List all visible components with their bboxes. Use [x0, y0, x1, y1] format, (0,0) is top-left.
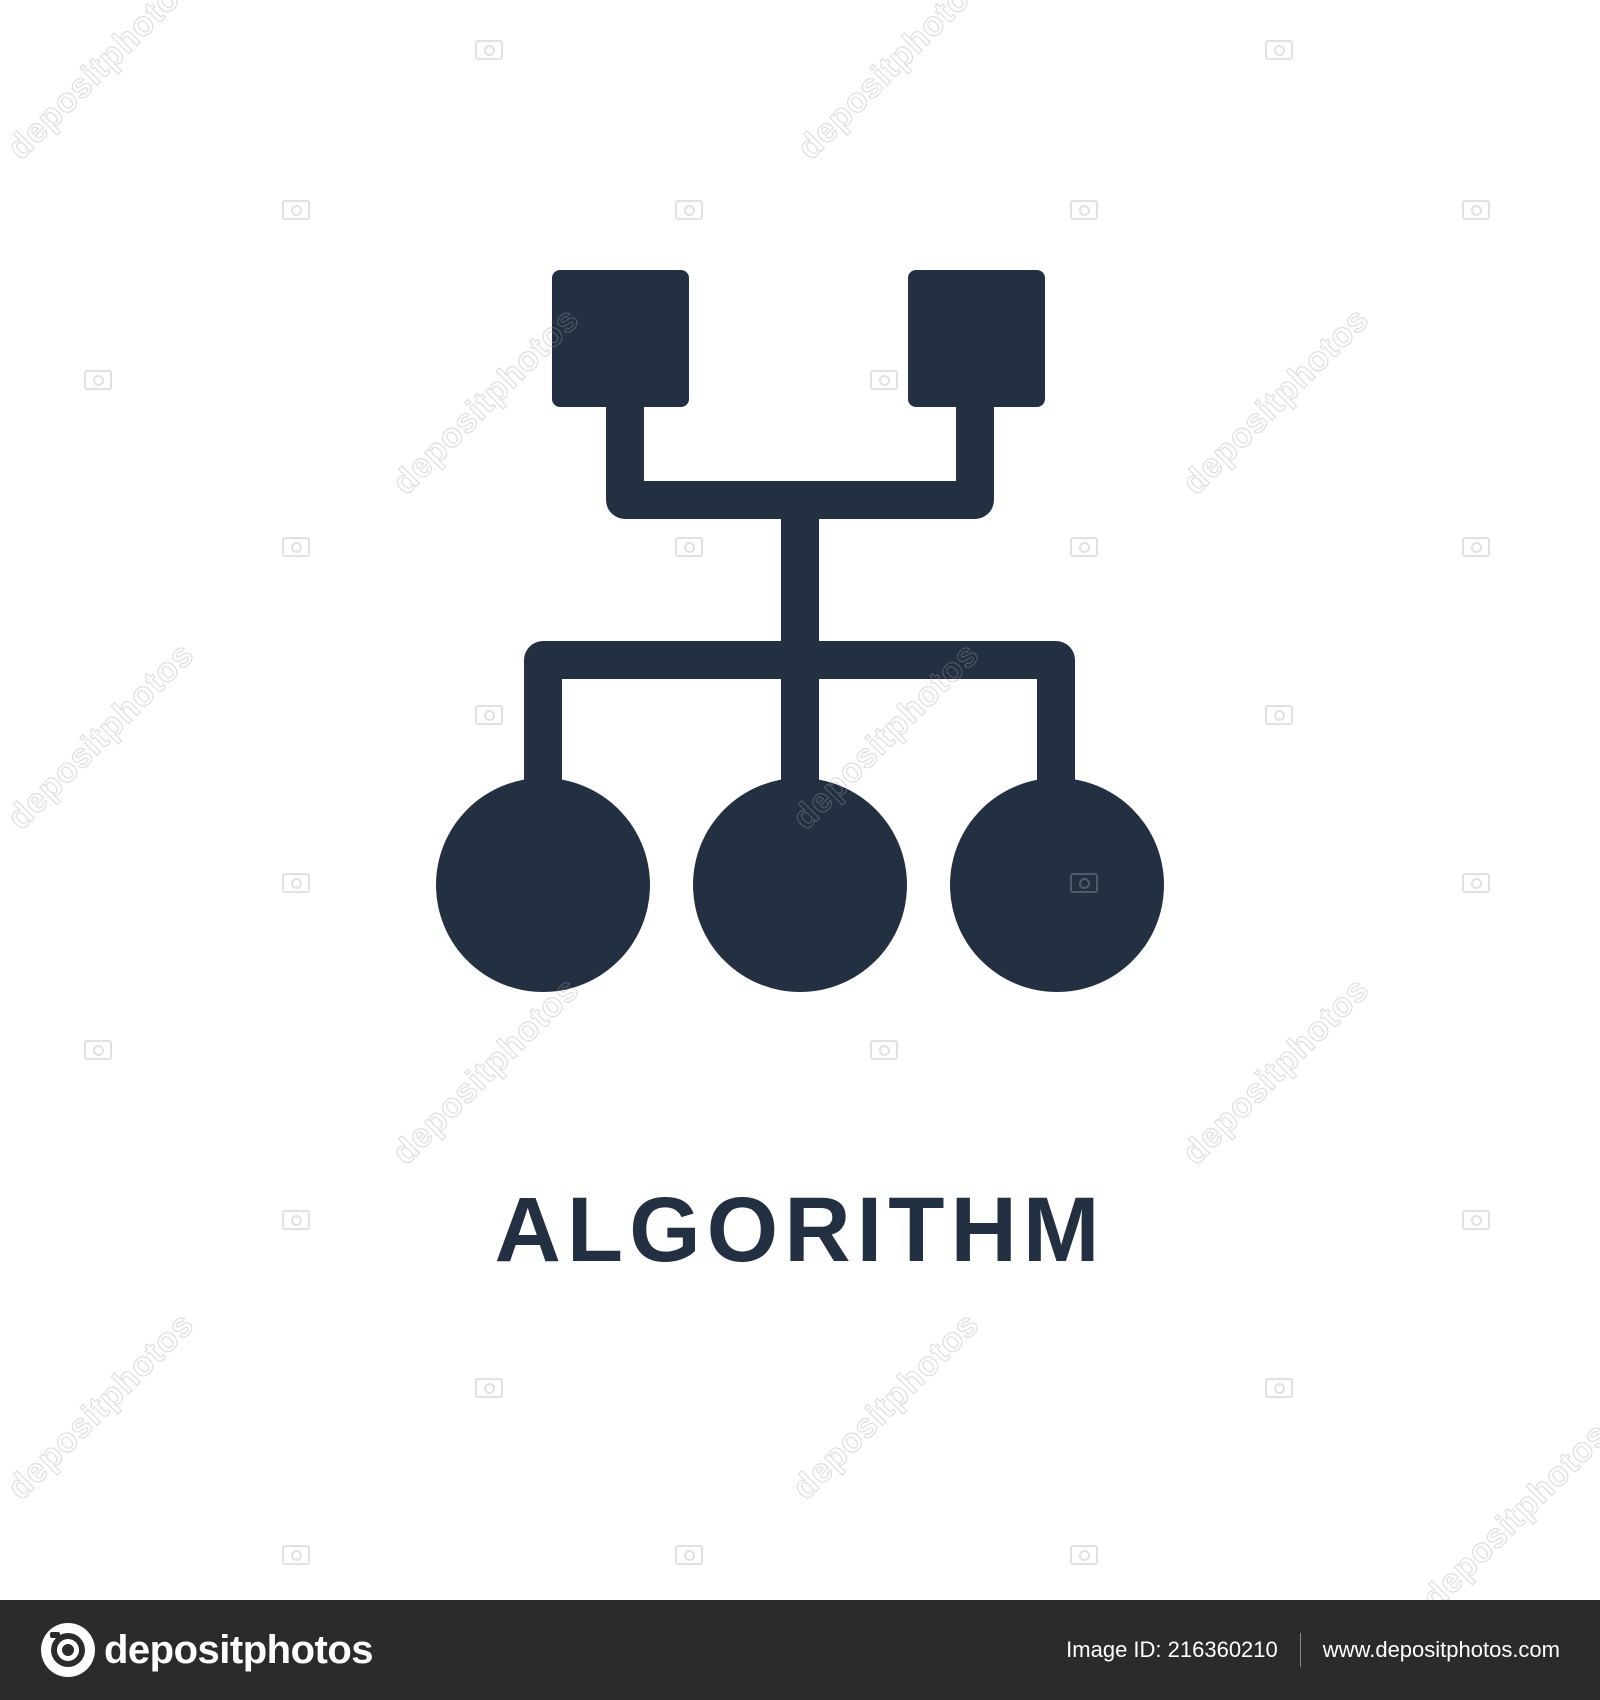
footer-divider — [1299, 1633, 1301, 1667]
footer-info: Image ID: 216360210 www.depositphotos.co… — [1066, 1600, 1560, 1700]
lower-connector — [524, 641, 1075, 790]
top-left-square — [552, 270, 689, 407]
brand-logo[interactable]: depositphotos — [40, 1622, 374, 1678]
camera-logo-icon — [41, 1623, 95, 1677]
brand-name: depositphotos — [104, 1627, 374, 1672]
image-id: Image ID: 216360210 — [1066, 1637, 1278, 1662]
icon-caption: ALGORITHM — [494, 1179, 1106, 1281]
footer-bar: depositphotos Image ID: 216360210 www.de… — [0, 1600, 1600, 1700]
upper-connector — [606, 400, 994, 519]
bottom-right-circle — [950, 778, 1164, 992]
top-right-square — [908, 270, 1045, 407]
website-link[interactable]: www.depositphotos.com — [1322, 1637, 1560, 1662]
algorithm-flowchart-icon — [436, 270, 1164, 992]
bottom-left-circle — [436, 778, 650, 992]
bottom-center-circle — [693, 778, 907, 992]
